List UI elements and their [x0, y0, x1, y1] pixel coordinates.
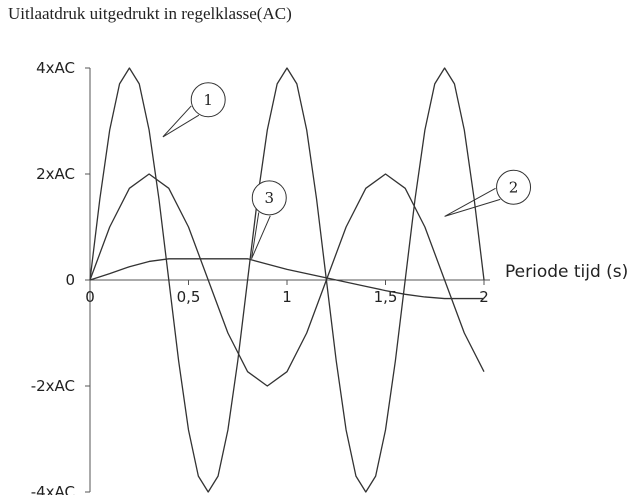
y-tick-label-1: 2xAC: [36, 165, 75, 183]
x-tick-label-0: 0: [85, 288, 95, 306]
callout-pointer-1: [162, 105, 200, 138]
series-line-1: [89, 67, 485, 493]
y-tick-label-3: -2xAC: [31, 377, 75, 395]
chart-title: Uitlaatdruk uitgedrukt in regelklasse(AC…: [8, 4, 292, 23]
y-tick-label-4: -4xAC: [31, 483, 75, 495]
callout-circle-1: [190, 82, 226, 118]
y-tick-label-0: 4xAC: [36, 59, 75, 77]
callout-label-1: 1: [203, 91, 213, 109]
series-line-2: [89, 173, 485, 387]
callout-circle-2: [496, 169, 532, 205]
series-line-3: [89, 258, 484, 300]
x-tick-label-2: 1: [282, 288, 292, 306]
callout-pointer-3: [251, 212, 271, 259]
callout-label-3: 3: [264, 189, 274, 207]
x-axis-label: Periode tijd (s): [505, 262, 628, 282]
callout-circle-3: [251, 180, 287, 216]
x-tick-label-1: 0,5: [177, 288, 201, 306]
x-tick-label-4: 2: [479, 288, 489, 306]
callout-label-2: 2: [509, 178, 519, 196]
x-tick-label-3: 1,5: [374, 288, 398, 306]
y-tick-label-2: 0: [65, 271, 75, 289]
callout-pointer-2: [444, 187, 501, 217]
